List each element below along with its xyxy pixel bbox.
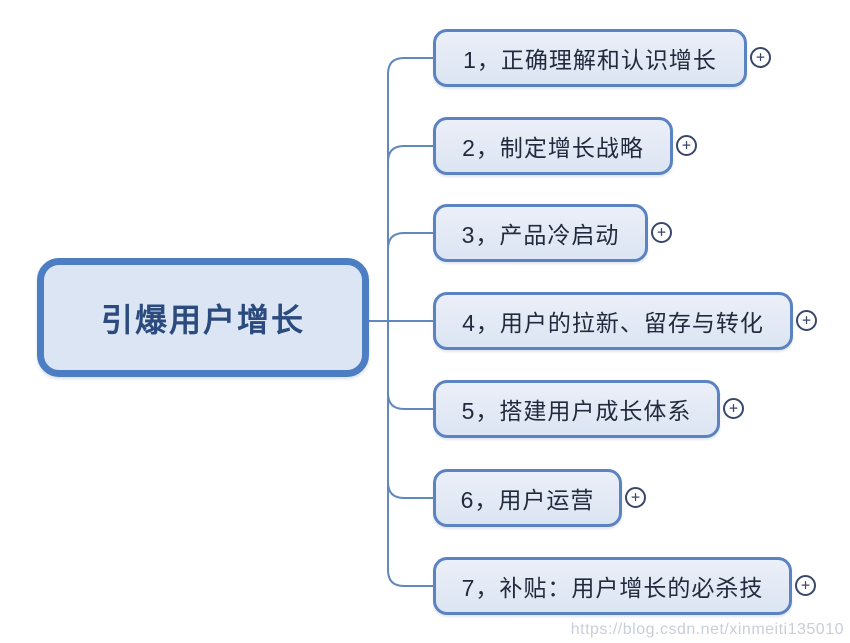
topic-label: 1，正确理解和认识增长 [463, 47, 717, 73]
connector-branch-1 [387, 57, 434, 322]
expand-plus-icon-7[interactable]: + [795, 575, 816, 596]
watermark: https://blog.csdn.net/xinmeiti135010 [570, 621, 844, 638]
topic-node-2[interactable]: 2，制定增长战略 [433, 117, 673, 175]
connector-branch-7 [387, 320, 434, 587]
expand-plus-icon-1[interactable]: + [750, 47, 771, 68]
topic-label: 5，搭建用户成长体系 [461, 398, 692, 424]
topic-node-5[interactable]: 5，搭建用户成长体系 [433, 380, 720, 438]
expand-plus-icon-2[interactable]: + [676, 135, 697, 156]
topic-label: 7，补贴：用户增长的必杀技 [461, 575, 764, 601]
topic-node-3[interactable]: 3，产品冷启动 [433, 204, 648, 262]
expand-plus-icon-6[interactable]: + [625, 487, 646, 508]
expand-plus-icon-3[interactable]: + [651, 222, 672, 243]
expand-plus-icon-5[interactable]: + [723, 398, 744, 419]
connector-branch-5 [387, 320, 434, 410]
topic-node-6[interactable]: 6，用户运营 [433, 469, 622, 527]
topic-node-4[interactable]: 4，用户的拉新、留存与转化 [433, 292, 793, 350]
topic-label: 3，产品冷启动 [461, 222, 620, 248]
connector-branch-3 [387, 232, 434, 322]
connector-branch-2 [387, 145, 434, 322]
topic-node-1[interactable]: 1，正确理解和认识增长 [433, 29, 747, 87]
topic-label: 2，制定增长战略 [462, 135, 644, 161]
topic-node-7[interactable]: 7，补贴：用户增长的必杀技 [433, 557, 792, 615]
expand-plus-icon-4[interactable]: + [796, 310, 817, 331]
topic-label: 4，用户的拉新、留存与转化 [462, 310, 764, 336]
topic-label: 6，用户运营 [460, 487, 595, 513]
root-topic-node[interactable]: 引爆用户增长 [37, 258, 369, 377]
root-topic-label: 引爆用户增长 [100, 301, 305, 338]
